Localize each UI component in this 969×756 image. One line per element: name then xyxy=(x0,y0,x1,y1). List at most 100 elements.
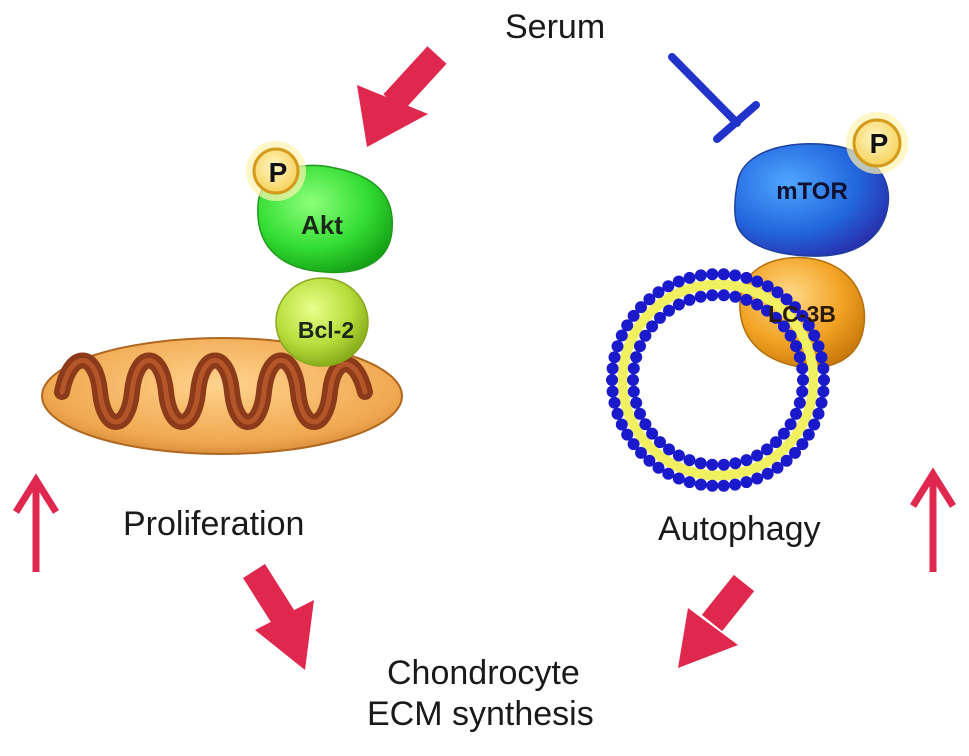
vesicle-inner-lipid-head xyxy=(627,374,639,386)
mitochondrion xyxy=(41,337,403,455)
vesicle-outer-lipid-head xyxy=(635,446,647,459)
vesicle-outer-lipid-head xyxy=(812,340,825,353)
bcl2-protein xyxy=(275,277,369,367)
vesicle-outer-lipid-head xyxy=(817,385,830,398)
bcl2-label: Bcl-2 xyxy=(298,317,354,343)
vesicle-outer-lipid-head xyxy=(812,407,825,420)
vesicle-inner-lipid-head xyxy=(672,298,685,311)
vesicle-outer-lipid-head xyxy=(751,472,764,485)
vesicle-inner-lipid-head xyxy=(634,340,646,353)
vesicle-inner-lipid-head xyxy=(634,407,646,420)
vesicle-inner-lipid-head xyxy=(663,304,675,317)
vesicle-outer-lipid-head xyxy=(780,454,793,467)
vesicle-outer-lipid-head xyxy=(683,476,696,489)
vesicle-outer-lipid-head xyxy=(740,271,753,284)
vesicle-outer-lipid-head xyxy=(817,362,830,375)
vesicle-inner-lipid-head xyxy=(784,418,797,431)
inhibition-arrow-serum-mtor xyxy=(668,53,760,143)
vesicle-outer-lipid-head xyxy=(808,329,821,342)
proliferation-label: Proliferation xyxy=(123,505,305,543)
vesicle-inner-lipid-head xyxy=(777,320,790,333)
vesicle-outer-lipid-head xyxy=(611,340,624,353)
vesicle-outer-lipid-head xyxy=(694,269,707,282)
vesicle-inner-lipid-head xyxy=(639,329,652,342)
vesicle-outer-lipid-head xyxy=(771,286,784,299)
vesicle-inner-lipid-head xyxy=(793,351,806,364)
vesicle-outer-lipid-head xyxy=(662,280,675,293)
vesicle-inner-lipid-head xyxy=(751,298,764,311)
vesicle-outer-lipid-head xyxy=(729,269,742,282)
up-arrow-right xyxy=(910,467,956,572)
vesicle-outer-lipid-head xyxy=(802,428,815,441)
vesicle-outer-lipid-head xyxy=(771,461,784,474)
vesicle-outer-lipid-head xyxy=(706,268,719,281)
vesicle-outer-lipid-head xyxy=(717,479,730,492)
vesicle-inner-lipid-head xyxy=(627,362,640,375)
vesicle-outer-lipid-head xyxy=(652,461,665,474)
vesicle-outer-lipid-head xyxy=(672,472,685,485)
vesicle-inner-lipid-head xyxy=(630,396,643,409)
vesicle-inner-lipid-head xyxy=(777,427,790,440)
vesicle-outer-lipid-head xyxy=(608,351,621,364)
vesicle-outer-lipid-head xyxy=(802,319,815,332)
vesicle-outer-lipid-head xyxy=(635,301,647,314)
mtor-label: mTOR xyxy=(776,178,848,205)
vesicle-inner-lipid-head xyxy=(770,436,782,449)
vesicle-inner-lipid-head xyxy=(694,290,707,303)
vesicle-inner-lipid-head xyxy=(646,320,659,333)
vesicle-inner-lipid-head xyxy=(796,385,809,398)
vesicle-inner-lipid-head xyxy=(717,289,730,302)
vesicle-inner-lipid-head xyxy=(646,427,659,440)
vesicle-outer-lipid-head xyxy=(761,467,774,480)
vesicle-inner-lipid-head xyxy=(663,443,675,456)
vesicle-outer-lipid-head xyxy=(672,275,685,288)
vesicle-outer-lipid-head xyxy=(818,374,830,386)
vesicle-inner-lipid-head xyxy=(654,436,666,449)
vesicle-outer-lipid-head xyxy=(643,454,656,467)
vesicle-outer-lipid-head xyxy=(761,280,774,293)
phosphate-label-left: P xyxy=(269,157,288,188)
vesicle-inner-lipid-head xyxy=(630,351,643,364)
vesicle-inner-lipid-head xyxy=(706,458,719,471)
vesicle-outer-lipid-head xyxy=(621,319,634,332)
vesicle-outer-lipid-head xyxy=(796,309,809,322)
vesicle-outer-lipid-head xyxy=(621,428,634,441)
vesicle-inner-lipid-head xyxy=(717,458,730,471)
outcome-label-line2: ECM synthesis xyxy=(367,695,594,733)
vesicle-outer-lipid-head xyxy=(751,275,764,288)
lc3b-label: LC-3B xyxy=(768,301,836,327)
vesicle-outer-lipid-head xyxy=(789,446,801,459)
vesicle-outer-lipid-head xyxy=(615,329,628,342)
vesicle-outer-lipid-head xyxy=(815,396,828,409)
vesicle-outer-lipid-head xyxy=(611,407,624,420)
vesicle-outer-lipid-head xyxy=(796,438,809,451)
vesicle-inner-lipid-head xyxy=(796,362,809,375)
vesicle-inner-lipid-head xyxy=(751,449,764,462)
vesicle-outer-lipid-head xyxy=(608,396,621,409)
vesicle-inner-lipid-head xyxy=(761,304,773,317)
vesicle-inner-lipid-head xyxy=(627,385,640,398)
vesicle-inner-lipid-head xyxy=(683,454,696,467)
vesicle-inner-lipid-head xyxy=(740,454,753,467)
vesicle-outer-lipid-head xyxy=(627,309,640,322)
vesicle-inner-lipid-head xyxy=(793,396,806,409)
autophagosome-vesicle xyxy=(606,268,830,492)
vesicle-inner-lipid-head xyxy=(770,311,782,324)
vesicle-outer-lipid-head xyxy=(706,479,719,492)
vesicle-outer-lipid-head xyxy=(606,374,618,386)
vesicle-inner-lipid-head xyxy=(654,311,666,324)
phosphate-badge-right xyxy=(846,112,908,174)
vesicle-outer-lipid-head xyxy=(789,301,801,314)
vesicle-inner-lipid-head xyxy=(729,290,742,303)
akt-label: Akt xyxy=(301,210,343,240)
vesicle-outer-lipid-head xyxy=(606,385,619,398)
vesicle-outer-lipid-head xyxy=(717,268,730,281)
vesicle-outer-lipid-head xyxy=(808,418,821,431)
mtor-protein xyxy=(734,143,890,257)
vesicle-inner-lipid-head xyxy=(761,443,773,456)
serum-label: Serum xyxy=(505,8,606,46)
autophagy-label: Autophagy xyxy=(658,510,821,548)
vesicle-outer-lipid-head xyxy=(780,293,793,306)
phosphate-badge-left xyxy=(246,141,306,201)
